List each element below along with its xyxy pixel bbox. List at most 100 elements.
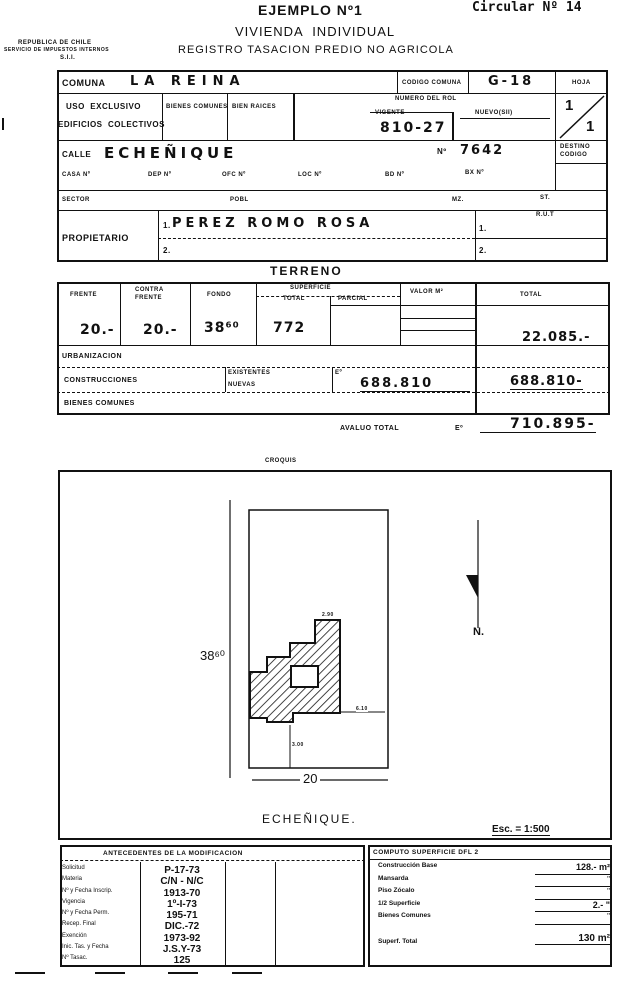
- computo-value[interactable]: ": [535, 887, 610, 900]
- antecedente-value[interactable]: 195-71: [166, 910, 198, 922]
- terreno-total-value[interactable]: 22.085.-: [522, 330, 591, 346]
- scan-mark: [95, 972, 125, 974]
- scan-mark: [15, 972, 45, 974]
- avaluo-currency: Eº: [455, 425, 464, 432]
- computo-row: Mansarda ": [378, 874, 610, 887]
- rut-1: 1.: [479, 224, 487, 233]
- antecedente-row: Solicitud P-17-73: [62, 865, 362, 876]
- rut-label: R.U.T: [536, 212, 555, 218]
- codigo-comuna-label: CODIGO COMUNA: [402, 80, 462, 86]
- antecedente-value[interactable]: DIC.-72: [164, 921, 200, 933]
- propietario-1-value[interactable]: PEREZ ROMO ROSA: [172, 216, 374, 231]
- calle-value[interactable]: ECHEÑIQUE: [104, 144, 238, 162]
- antecedentes-box: [60, 845, 365, 967]
- fondo-header: FONDO: [207, 292, 232, 298]
- dim-front: 3.00: [292, 742, 304, 748]
- destino-label: DESTINO CODIGO: [560, 144, 591, 158]
- computo-value[interactable]: ": [535, 912, 610, 925]
- terreno-title: TERRENO: [270, 264, 343, 278]
- antecedente-value[interactable]: P-17-73: [164, 865, 200, 876]
- computo-row: Bienes Comunes": [378, 912, 610, 925]
- computo-rows: Construcción Base 128.- m² Mansarda " Piso…: [378, 862, 610, 945]
- contra-frente-header: CONTRA FRENTE: [135, 287, 164, 301]
- propietario-1-prefix: 1.: [163, 221, 171, 230]
- pobl-label: POBL: [230, 197, 249, 203]
- construcciones-parcial-value[interactable]: 688.810: [360, 376, 470, 392]
- lot-outline: [248, 509, 389, 769]
- frente-header: FRENTE: [70, 292, 97, 298]
- scan-mark: [232, 972, 262, 974]
- hoja-total[interactable]: 1: [586, 118, 595, 135]
- construcciones-total-value[interactable]: 688.810-: [510, 374, 583, 390]
- numero-label: Nº: [437, 147, 447, 156]
- vivienda-title: VIVIENDA INDIVIDUAL: [235, 24, 396, 39]
- computo-value[interactable]: 128.- m²: [535, 862, 610, 875]
- bx-label: BX Nº: [465, 170, 485, 176]
- computo-value[interactable]: 2.- ": [535, 900, 610, 912]
- dep-label: DEP Nº: [148, 172, 172, 178]
- computo-label: 1/2 Superficie: [378, 899, 421, 907]
- antecedente-value[interactable]: C/N - N/C: [160, 876, 204, 888]
- agency-line-3: S.I.I.: [60, 55, 76, 61]
- terreno-box: [57, 282, 610, 415]
- computo-label: Piso Zócalo: [378, 887, 415, 894]
- croquis-title: CROQUIS: [265, 458, 297, 464]
- comuna-value[interactable]: LA REINA: [130, 74, 246, 89]
- codigo-comuna-value[interactable]: G-18: [488, 74, 535, 89]
- propietario-label: PROPIETARIO: [62, 233, 129, 243]
- courtyard: [290, 665, 319, 688]
- mz-label: MZ.: [452, 197, 464, 203]
- computo-row: Construcción Base 128.- m²: [378, 862, 610, 875]
- computo-box: [368, 845, 612, 967]
- frente-value[interactable]: 20.-: [80, 322, 115, 338]
- computo-total-value[interactable]: 130 m²: [535, 933, 610, 945]
- fondo-value[interactable]: 38⁶⁰: [204, 320, 240, 336]
- antecedente-label: Nº y Fecha Inscrip.: [62, 887, 113, 894]
- antecedente-value[interactable]: J.S.Y-73: [162, 944, 202, 956]
- computo-value[interactable]: ": [535, 875, 610, 887]
- antecedente-label: Solicitud: [62, 865, 85, 871]
- computo-label: Construcción Base: [378, 862, 438, 869]
- antecedente-value[interactable]: 125: [173, 955, 191, 967]
- escala-label: Esc. = 1:500: [492, 824, 550, 836]
- superficie-header: SUPERFICIE: [290, 285, 332, 291]
- superficie-parcial-header: PARCIAL: [338, 296, 368, 302]
- antecedente-label: Vigencia: [62, 898, 85, 905]
- sector-label: SECTOR: [62, 197, 90, 203]
- rol-vigente-value[interactable]: 810-27: [380, 120, 447, 136]
- bienes-comunes-label: BIENES COMUNES: [166, 104, 228, 110]
- computo-row: Piso Zócalo ": [378, 887, 610, 900]
- scan-mark: [168, 972, 198, 974]
- antecedente-value[interactable]: 1973-92: [163, 932, 201, 944]
- bd-label: BD Nº: [385, 172, 405, 178]
- computo-label: Mansarda: [378, 874, 409, 882]
- avaluo-total-value[interactable]: 710.895-: [480, 416, 596, 433]
- antecedente-label: Materia: [62, 876, 83, 883]
- hoja-number[interactable]: 1: [565, 97, 574, 114]
- dim-right: 6.10: [356, 706, 368, 712]
- total-header: TOTAL: [520, 292, 542, 298]
- loc-label: LOC Nº: [298, 172, 322, 178]
- margin-mark: [2, 118, 4, 130]
- urbanizacion-label: URBANIZACION: [62, 353, 123, 360]
- antecedente-value[interactable]: 1913-70: [163, 887, 201, 899]
- antecedente-value[interactable]: 1º-I-73: [167, 898, 197, 910]
- agency-line-1: REPUBLICA DE CHILE: [18, 40, 92, 46]
- numero-value[interactable]: 7642: [460, 143, 505, 158]
- construcciones-label: CONSTRUCCIONES: [64, 377, 138, 384]
- hoja-fraction: [559, 95, 605, 139]
- croquis-calle-label: ECHEÑIQUE.: [262, 812, 357, 826]
- superficie-total-value[interactable]: 772: [273, 320, 306, 336]
- uso-exclusivo-label: USO EXCLUSIVO: [66, 102, 142, 111]
- ofc-label: OFC Nº: [222, 172, 246, 178]
- contra-frente-value[interactable]: 20.-: [143, 322, 178, 338]
- edificios-colectivos-label: EDIFICIOS COLECTIVOS: [58, 120, 165, 129]
- antecedente-row: Nº y Fecha Inscrip. 1913-70: [62, 888, 362, 899]
- computo-title: COMPUTO SUPERFICIE DFL 2: [373, 849, 479, 856]
- croquis-box: [58, 470, 612, 840]
- existentes-label: EXISTENTES: [228, 370, 271, 376]
